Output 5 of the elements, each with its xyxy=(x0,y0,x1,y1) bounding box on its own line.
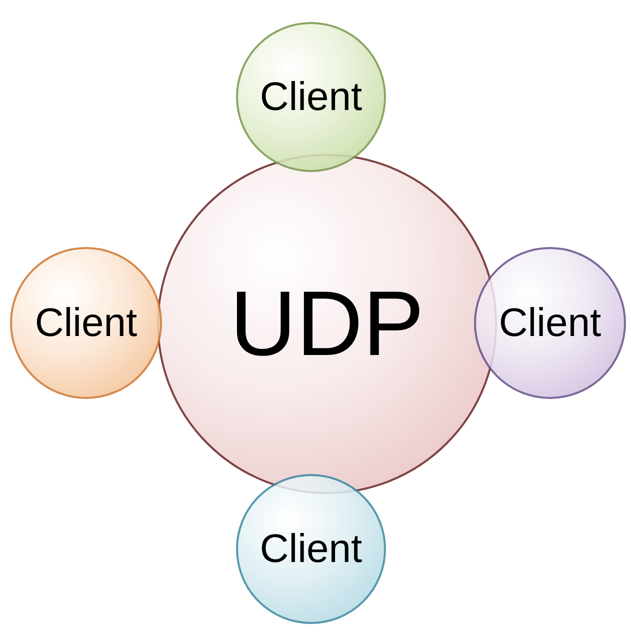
circle-label: Client xyxy=(260,77,362,117)
circle-label: Client xyxy=(260,529,362,569)
circle-label: Client xyxy=(34,303,138,343)
circle-label: UDP xyxy=(230,278,424,370)
circle-label: Client xyxy=(498,303,602,343)
